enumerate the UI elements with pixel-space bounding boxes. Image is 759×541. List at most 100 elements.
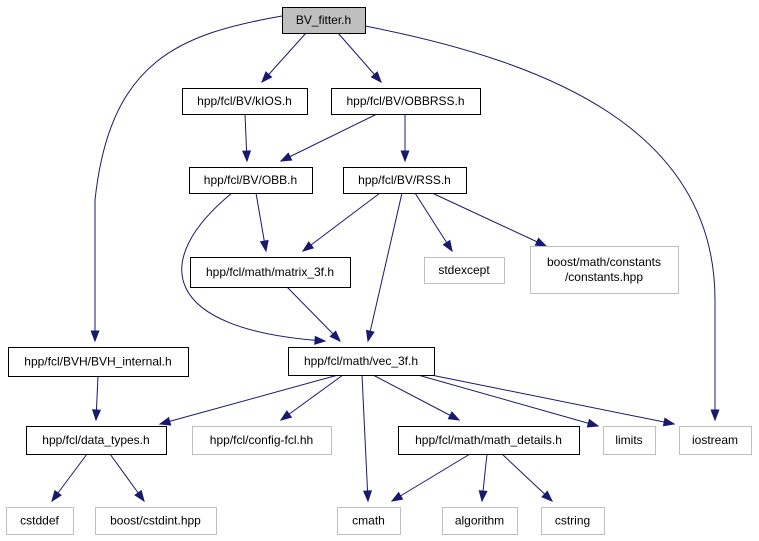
edge-bv_fitter-to-obbrss: [337, 32, 382, 84]
edge-rss-to-constants: [431, 192, 548, 247]
node-label: hpp/fcl/math/matrix_3f.h: [206, 265, 334, 279]
node-box: [603, 426, 656, 455]
node-label: hpp/fcl/BVH/BVH_internal.h: [24, 355, 171, 369]
node-box: [95, 507, 217, 535]
edge-bv_fitter-to-iostream: [364, 25, 720, 422]
node-label: cstring: [555, 514, 590, 528]
arrowhead: [362, 490, 373, 503]
edge-rss-to-stdexcept: [414, 192, 453, 253]
arrowhead: [91, 409, 101, 422]
edge-matrix3f-to-vec3f: [286, 286, 341, 343]
node-rss[interactable]: hpp/fcl/BV/RSS.h: [343, 167, 467, 194]
arrowhead: [279, 152, 293, 162]
node-obbrss[interactable]: hpp/fcl/BV/OBBRSS.h: [331, 88, 481, 115]
edge-bv_fitter-to-kios: [261, 32, 307, 84]
arrowhead: [478, 490, 488, 503]
node-box: [442, 507, 518, 535]
arrowhead: [134, 489, 145, 503]
edge-math_details-to-cstring: [501, 453, 554, 502]
node-box: [424, 257, 505, 284]
node-label: hpp/fcl/data_types.h: [42, 433, 149, 447]
node-label: boost/math/constants: [547, 255, 661, 269]
arrowhead: [370, 71, 382, 84]
node-box: [337, 507, 401, 535]
node-label: hpp/fcl/BV/OBB.h: [204, 173, 297, 187]
node-algorithm: algorithm: [442, 507, 518, 535]
node-box: [288, 347, 435, 376]
node-box: [6, 507, 74, 535]
arrowhead: [158, 416, 172, 426]
node-kios[interactable]: hpp/fcl/BV/kIOS.h: [182, 88, 308, 115]
edge-kios-to-obb: [242, 113, 252, 163]
node-label: limits: [615, 433, 642, 447]
node-box: [192, 426, 332, 455]
node-box: [182, 88, 308, 115]
arrowhead: [279, 410, 293, 421]
node-stdexcept: stdexcept: [424, 257, 505, 284]
node-bvh-internal[interactable]: hpp/fcl/BVH/BVH_internal.h: [8, 347, 189, 377]
arrowhead: [586, 418, 600, 428]
node-box: [282, 7, 366, 34]
edge-vec3f-to-config_fcl: [279, 374, 344, 421]
node-matrix3f[interactable]: hpp/fcl/math/matrix_3f.h: [190, 257, 351, 288]
node-config-fcl: hpp/fcl/config-fcl.hh: [192, 426, 332, 455]
edge-bvh_internal-to-data_types: [91, 375, 101, 422]
arrowhead: [442, 239, 453, 253]
arrowhead: [259, 239, 269, 253]
node-label: stdexcept: [438, 263, 490, 277]
node-cmath: cmath: [337, 507, 401, 535]
node-box: [8, 347, 189, 377]
edge-math_details-to-cmath: [390, 453, 471, 502]
edge-data_types-to-cstdint: [109, 453, 145, 503]
arrowhead: [447, 411, 461, 421]
edge-obbrss-to-obb: [279, 113, 378, 162]
node-box: [398, 426, 580, 455]
nodes-layer: BV_fitter.h hpp/fcl/BV/kIOS.h hpp/fcl/BV/O…: [6, 7, 752, 535]
arrowhead: [534, 237, 548, 247]
node-label: BV_fitter.h: [296, 13, 351, 27]
edge-data_types-to-cstddef: [51, 453, 88, 503]
node-data-types[interactable]: hpp/fcl/data_types.h: [26, 426, 167, 455]
edge-obb-to-matrix3f: [255, 192, 269, 253]
node-box: [530, 246, 679, 294]
node-label: hpp/fcl/config-fcl.hh: [210, 433, 313, 447]
arrowhead: [400, 150, 410, 163]
node-cstdint: boost/cstdint.hpp: [95, 507, 217, 535]
node-cstddef: cstddef: [6, 507, 74, 535]
node-label: boost/cstdint.hpp: [110, 514, 201, 528]
node-label: hpp/fcl/BV/RSS.h: [358, 173, 451, 187]
edge-vec3f-to-iostream: [430, 374, 676, 427]
node-box: [189, 167, 313, 194]
arrowhead: [261, 71, 273, 84]
node-box: [26, 426, 167, 455]
arrowhead: [541, 490, 554, 502]
node-box: [331, 88, 481, 115]
node-label: cmath: [352, 514, 385, 528]
node-label: hpp/fcl/math/math_details.h: [415, 433, 562, 447]
node-label: cstddef: [20, 514, 59, 528]
edge-vec3f-to-cmath: [361, 374, 373, 503]
edge-rss-to-matrix3f: [301, 192, 381, 252]
arrowhead: [662, 417, 676, 427]
node-vec3f[interactable]: hpp/fcl/math/vec_3f.h: [288, 347, 435, 376]
arrowhead: [710, 409, 720, 422]
edge-vec3f-to-limits: [417, 374, 600, 428]
node-obb[interactable]: hpp/fcl/BV/OBB.h: [189, 167, 313, 194]
node-math-details[interactable]: hpp/fcl/math/math_details.h: [398, 426, 580, 455]
edge-vec3f-to-data_types: [158, 374, 339, 426]
node-bv-fitter[interactable]: BV_fitter.h: [282, 7, 366, 34]
node-box: [679, 426, 752, 455]
node-label: /constants.hpp: [565, 270, 643, 284]
arrowhead: [90, 330, 100, 343]
edge-obb-to-vec3f: [181, 192, 327, 345]
arrowhead: [365, 329, 375, 343]
node-cstring: cstring: [541, 507, 605, 535]
node-label: iostream: [692, 433, 738, 447]
edge-obbrss-to-rss: [400, 114, 410, 163]
arrowhead: [314, 335, 327, 345]
arrowhead: [242, 150, 252, 163]
arrowhead: [51, 489, 62, 503]
node-box: [343, 167, 467, 194]
node-label: algorithm: [455, 514, 504, 528]
